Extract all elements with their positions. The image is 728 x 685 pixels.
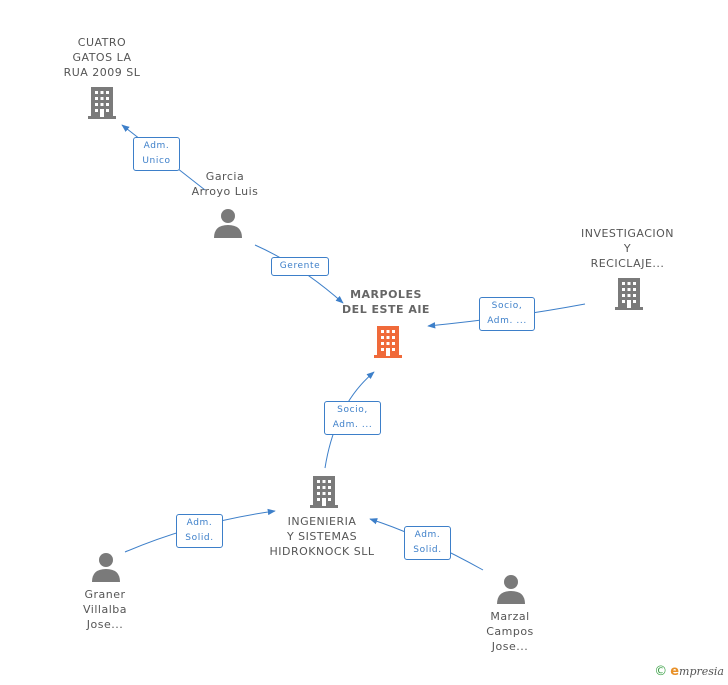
person-icon[interactable] xyxy=(212,208,244,238)
brand-name: mpresia xyxy=(679,665,724,678)
node-label-center[interactable]: MARPOLES DEL ESTE AIE xyxy=(342,288,430,316)
edge-label-adm-solid-graner[interactable]: Adm. Solid. xyxy=(176,514,223,548)
node-label-marzal[interactable]: Marzal Campos Jose... xyxy=(486,610,534,653)
building-icon[interactable] xyxy=(613,276,645,310)
footer-brand[interactable]: ©empresia xyxy=(654,664,724,679)
node-label-graner[interactable]: Graner Villalba Jose... xyxy=(83,588,127,631)
building-icon[interactable] xyxy=(308,474,340,508)
person-icon[interactable] xyxy=(90,552,122,582)
building-icon[interactable] xyxy=(86,85,118,119)
copyright-icon: © xyxy=(654,664,668,679)
edge-label-socio-investigacion[interactable]: Socio, Adm. ... xyxy=(479,297,535,331)
person-icon[interactable] xyxy=(495,574,527,604)
edge-label-gerente[interactable]: Gerente xyxy=(271,257,329,276)
edge-label-adm-solid-marzal[interactable]: Adm. Solid. xyxy=(404,526,451,560)
node-label-garcia[interactable]: Garcia Arroyo Luis xyxy=(191,170,259,198)
brand-logo-letter: e xyxy=(670,664,680,679)
edge-label-adm-unico[interactable]: Adm. Unico xyxy=(133,137,180,171)
edge-label-socio-ingenieria[interactable]: Socio, Adm. ... xyxy=(324,401,381,435)
node-label-ingenieria[interactable]: INGENIERIA Y SISTEMAS HIDROKNOCK SLL xyxy=(269,515,375,558)
node-label-cuatro-gatos[interactable]: CUATRO GATOS LA RUA 2009 SL xyxy=(63,36,141,79)
building-icon-highlighted[interactable] xyxy=(372,324,404,358)
node-label-investigacion[interactable]: INVESTIGACION Y RECICLAJE... xyxy=(580,227,675,270)
